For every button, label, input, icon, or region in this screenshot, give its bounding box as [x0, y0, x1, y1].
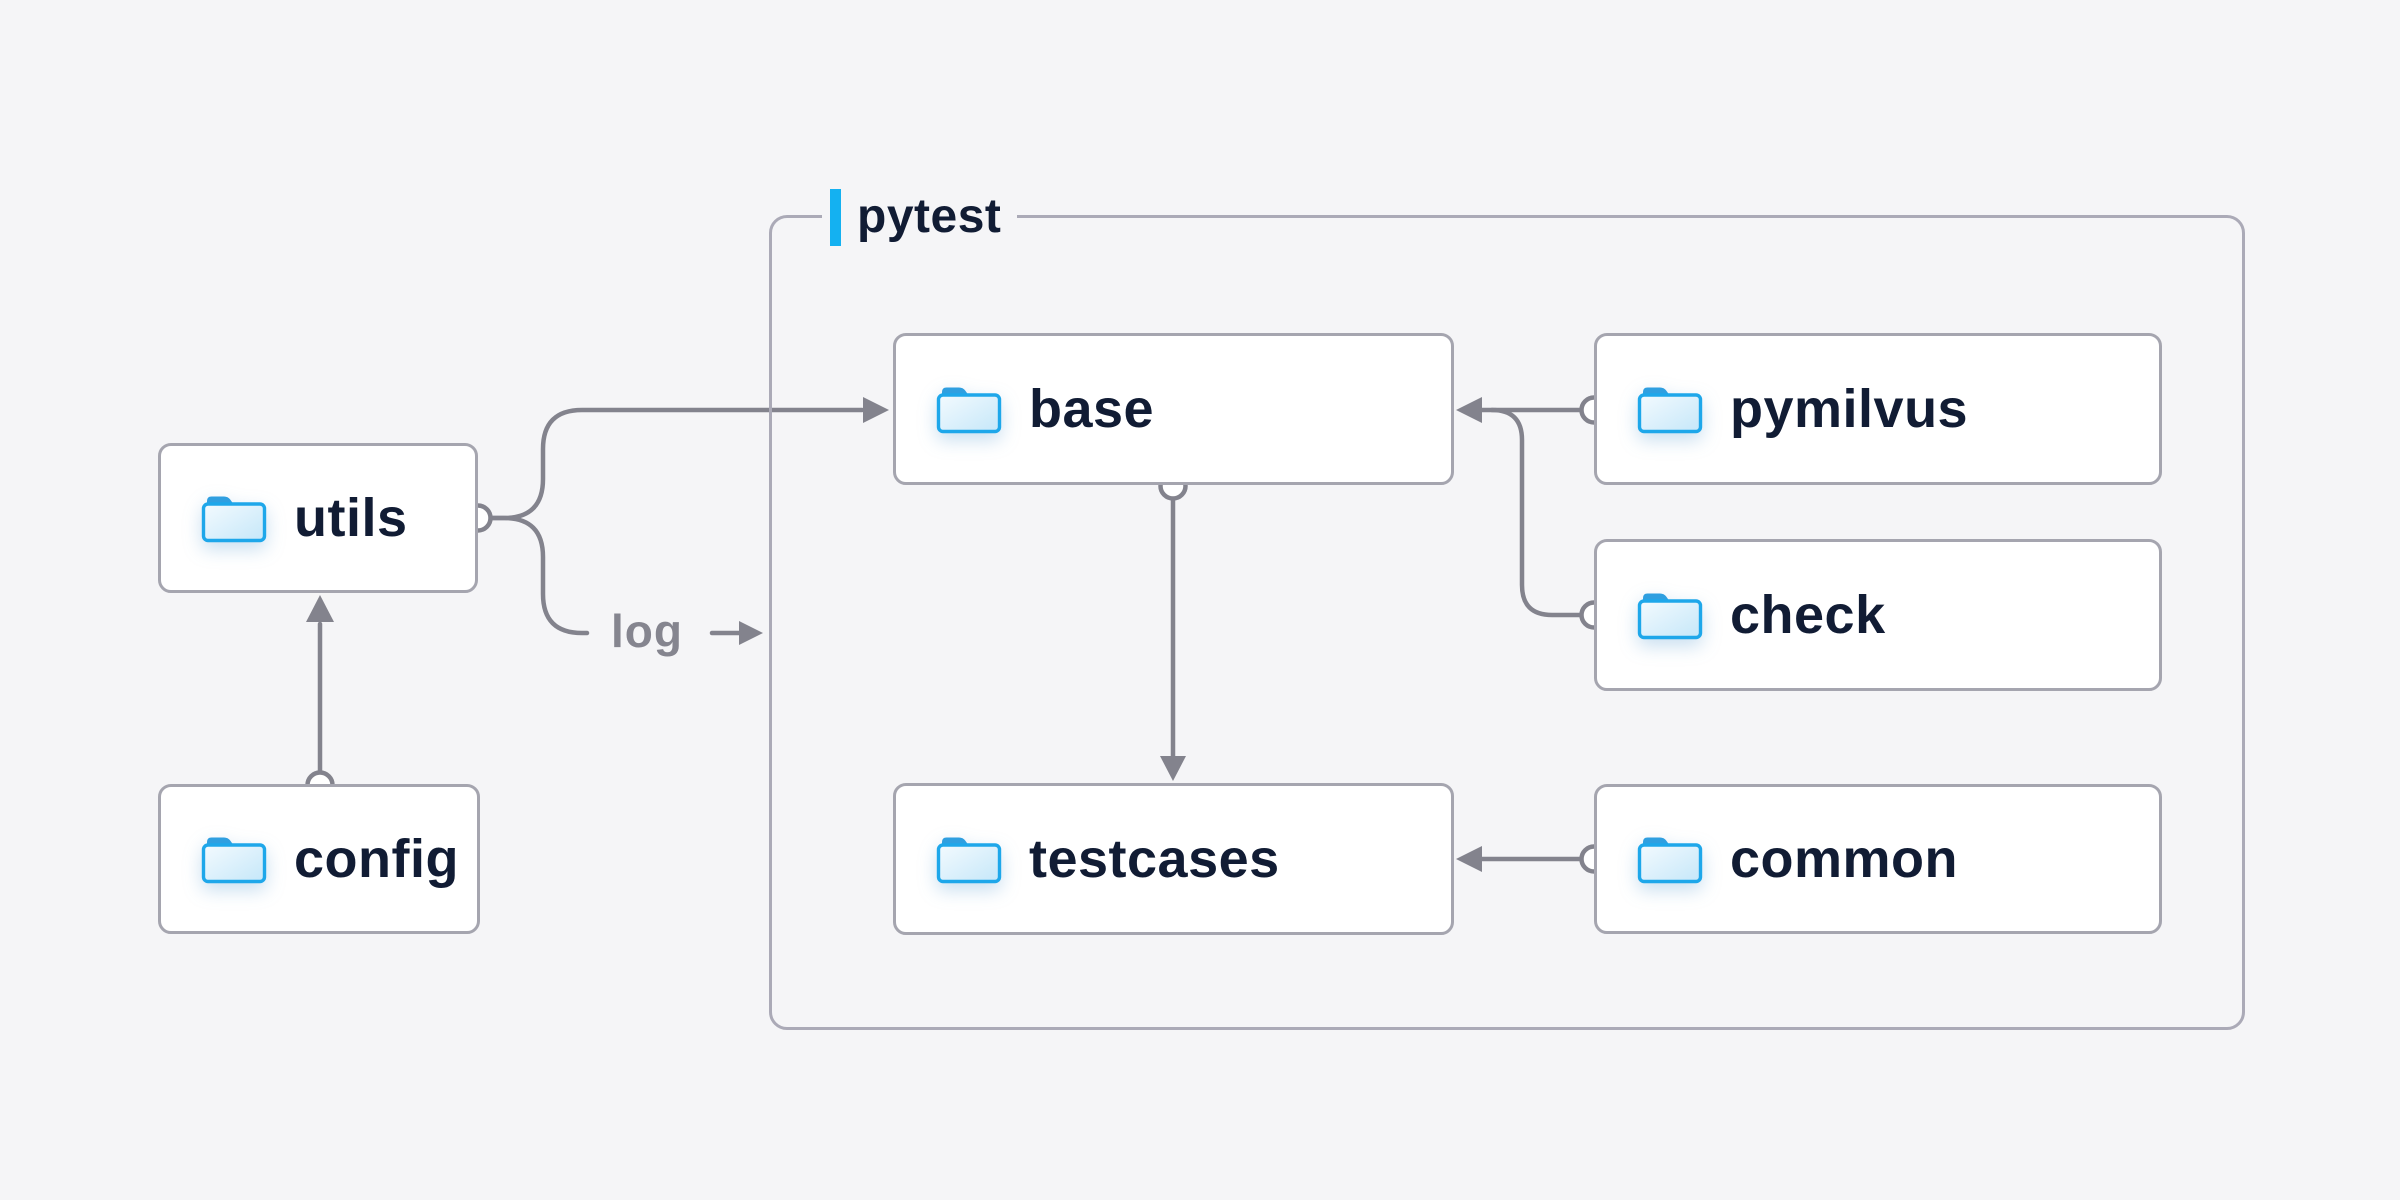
node-label: base: [1029, 379, 1155, 439]
edge-utils-base: [487, 407, 865, 521]
arrowhead-down-testcases: [1160, 756, 1186, 781]
folder-icon: [201, 493, 267, 543]
edge-label-log: log: [611, 604, 683, 657]
node-pymilvus: pymilvus: [1594, 333, 2162, 485]
pytest-group-title: pytest: [857, 190, 1002, 243]
arrowhead-right-base: [863, 397, 889, 423]
node-config: config: [158, 784, 480, 934]
node-label: utils: [294, 488, 408, 548]
node-utils: utils: [158, 443, 478, 593]
node-testcases: testcases: [893, 783, 1454, 935]
node-common: common: [1594, 784, 2162, 934]
node-label: common: [1730, 829, 1959, 889]
pytest-group-label: pytest: [822, 188, 1018, 246]
arrowhead-right-log: [739, 621, 763, 645]
node-base: base: [893, 333, 1454, 485]
node-label: pymilvus: [1730, 379, 1969, 439]
node-label: testcases: [1029, 829, 1280, 889]
arrowhead-left-testcases: [1456, 846, 1482, 872]
node-check: check: [1594, 539, 2162, 691]
node-label: check: [1730, 585, 1886, 645]
edge-check-base: [1489, 407, 1585, 618]
node-label: config: [294, 829, 459, 889]
folder-icon: [201, 834, 267, 884]
folder-icon: [1637, 384, 1703, 434]
folder-icon: [1637, 834, 1703, 884]
edge-utils-log: [487, 515, 590, 636]
accent-bar: [830, 188, 841, 246]
folder-icon: [936, 384, 1002, 434]
arrowhead-left-base: [1456, 397, 1482, 423]
folder-icon: [936, 834, 1002, 884]
folder-icon: [1637, 590, 1703, 640]
arrowhead-up-utils: [306, 595, 334, 622]
pytest-group: pytest: [769, 188, 2245, 1030]
